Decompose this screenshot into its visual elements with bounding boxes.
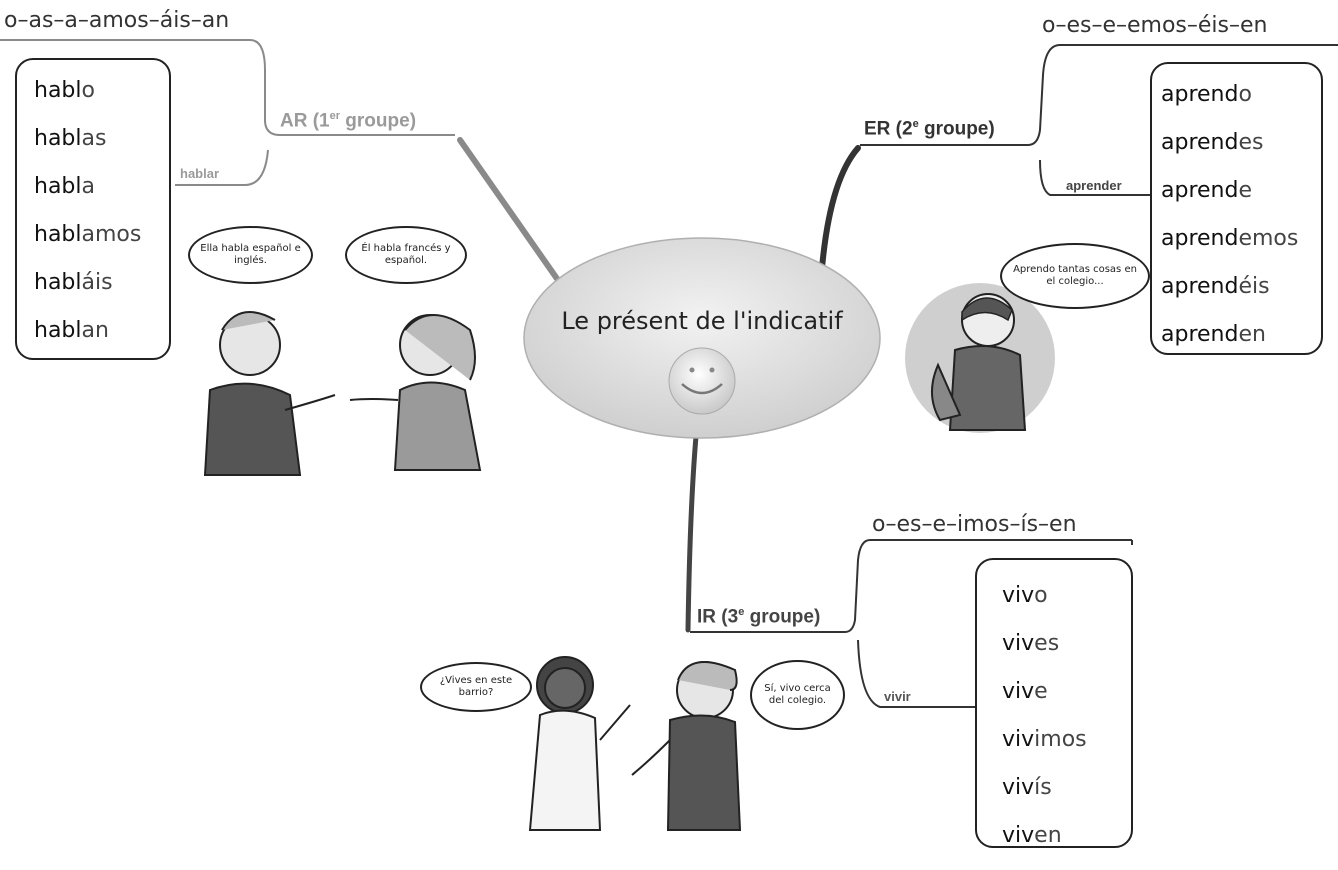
er-branch-line (819, 145, 861, 271)
ar-characters-illustration (203, 311, 482, 476)
verb-stem: aprend (1161, 178, 1239, 203)
ar-branch-line (457, 137, 563, 286)
ir-branch-line (685, 422, 700, 633)
ar-branch-label: AR (1er groupe) (280, 110, 417, 132)
ir-conjugation-form: vivís (1002, 764, 1131, 812)
verb-ending: amos (81, 222, 142, 247)
ar-speech-bubble-left: Ella habla español e inglés. (188, 226, 313, 284)
verb-ending: o (1238, 82, 1252, 107)
verb-stem: habl (34, 318, 82, 343)
ar-speech-bubble-right: Él habla francés y español. (345, 226, 467, 284)
verb-ending: imos (1034, 727, 1087, 752)
ar-verb-connector (175, 149, 269, 186)
ir-endings-connector (690, 539, 1133, 633)
verb-ending: ís (1034, 775, 1052, 800)
verb-stem: habl (34, 126, 82, 151)
verb-ending: o (81, 78, 95, 103)
verb-stem: habl (34, 270, 82, 295)
center-title: Le présent de l'indicatif (561, 307, 843, 335)
verb-ending: áis (81, 270, 113, 295)
er-conjugation-form: aprendo (1161, 71, 1321, 119)
ar-conjugation-form: habláis (34, 259, 169, 307)
verb-stem: viv (1002, 775, 1035, 800)
er-conjugation-form: aprenden (1161, 311, 1321, 359)
verb-ending: en (1238, 322, 1266, 347)
verb-ending: es (1034, 631, 1060, 656)
er-character-illustration (905, 283, 1055, 433)
er-endings: o–es–e–emos–éis–en (1042, 13, 1268, 38)
ar-verb-label: hablar (180, 166, 220, 181)
verb-stem: habl (34, 78, 82, 103)
ir-verb-connector (857, 639, 975, 708)
verb-ending: a (81, 174, 95, 199)
ir-conjugation-form: vive (1002, 668, 1131, 716)
ar-conjugation-form: hablamos (34, 211, 169, 259)
ir-branch-label: IR (3e groupe) (697, 606, 821, 628)
ir-endings: o–es–e–imos–ís–en (872, 512, 1077, 537)
ir-speech-bubble-left: ¿Vives en este barrio? (420, 662, 532, 712)
verb-ending: en (1034, 823, 1062, 848)
verb-stem: viv (1002, 727, 1035, 752)
verb-stem: habl (34, 222, 82, 247)
verb-ending: emos (1238, 226, 1299, 251)
verb-stem: viv (1002, 631, 1035, 656)
verb-stem: habl (34, 174, 82, 199)
ir-conjugation-form: vives (1002, 620, 1131, 668)
ir-characters-illustration (528, 656, 742, 831)
verb-stem: viv (1002, 679, 1035, 704)
ar-conjugation-form: hablas (34, 115, 169, 163)
er-conjugation-form: aprende (1161, 167, 1321, 215)
ir-conjugation-form: vivo (1002, 572, 1131, 620)
verb-ending: an (81, 318, 109, 343)
er-conjugation-form: aprendemos (1161, 215, 1321, 263)
ar-conjugation-form: habla (34, 163, 169, 211)
er-verb-connector (1039, 159, 1155, 196)
verb-ending: éis (1238, 274, 1270, 299)
ir-speech-bubble-right: Sí, vivo cerca del colegio. (750, 660, 845, 730)
verb-ending: e (1034, 679, 1048, 704)
er-thought-bubble: Aprendo tantas cosas en el colegio... (1000, 243, 1150, 309)
verb-stem: aprend (1161, 274, 1239, 299)
ar-endings-underline (0, 39, 455, 136)
ar-endings: o–as–a–amos–áis–an (4, 8, 230, 33)
ir-conjugation-form: vivimos (1002, 716, 1131, 764)
ar-conjugation-form: hablo (34, 67, 169, 115)
verb-stem: viv (1002, 823, 1035, 848)
center-ellipse (523, 237, 881, 439)
er-conjugation-form: aprendes (1161, 119, 1321, 167)
smiley-face-icon (668, 347, 736, 415)
er-branch-label: ER (2e groupe) (864, 118, 995, 140)
verb-ending: o (1034, 583, 1048, 608)
verb-stem: aprend (1161, 82, 1239, 107)
verb-ending: as (81, 126, 107, 151)
verb-stem: viv (1002, 583, 1035, 608)
verb-stem: aprend (1161, 322, 1239, 347)
verb-ending: es (1238, 130, 1264, 155)
er-conjugation-form: aprendéis (1161, 263, 1321, 311)
verb-stem: aprend (1161, 130, 1239, 155)
er-endings-underline (860, 44, 1338, 146)
er-verb-label: aprender (1066, 178, 1122, 193)
ir-conjugation-form: viven (1002, 812, 1131, 860)
ir-verb-label: vivir (884, 689, 911, 704)
ar-conjugation-form: hablan (34, 307, 169, 355)
verb-ending: e (1238, 178, 1252, 203)
verb-stem: aprend (1161, 226, 1239, 251)
